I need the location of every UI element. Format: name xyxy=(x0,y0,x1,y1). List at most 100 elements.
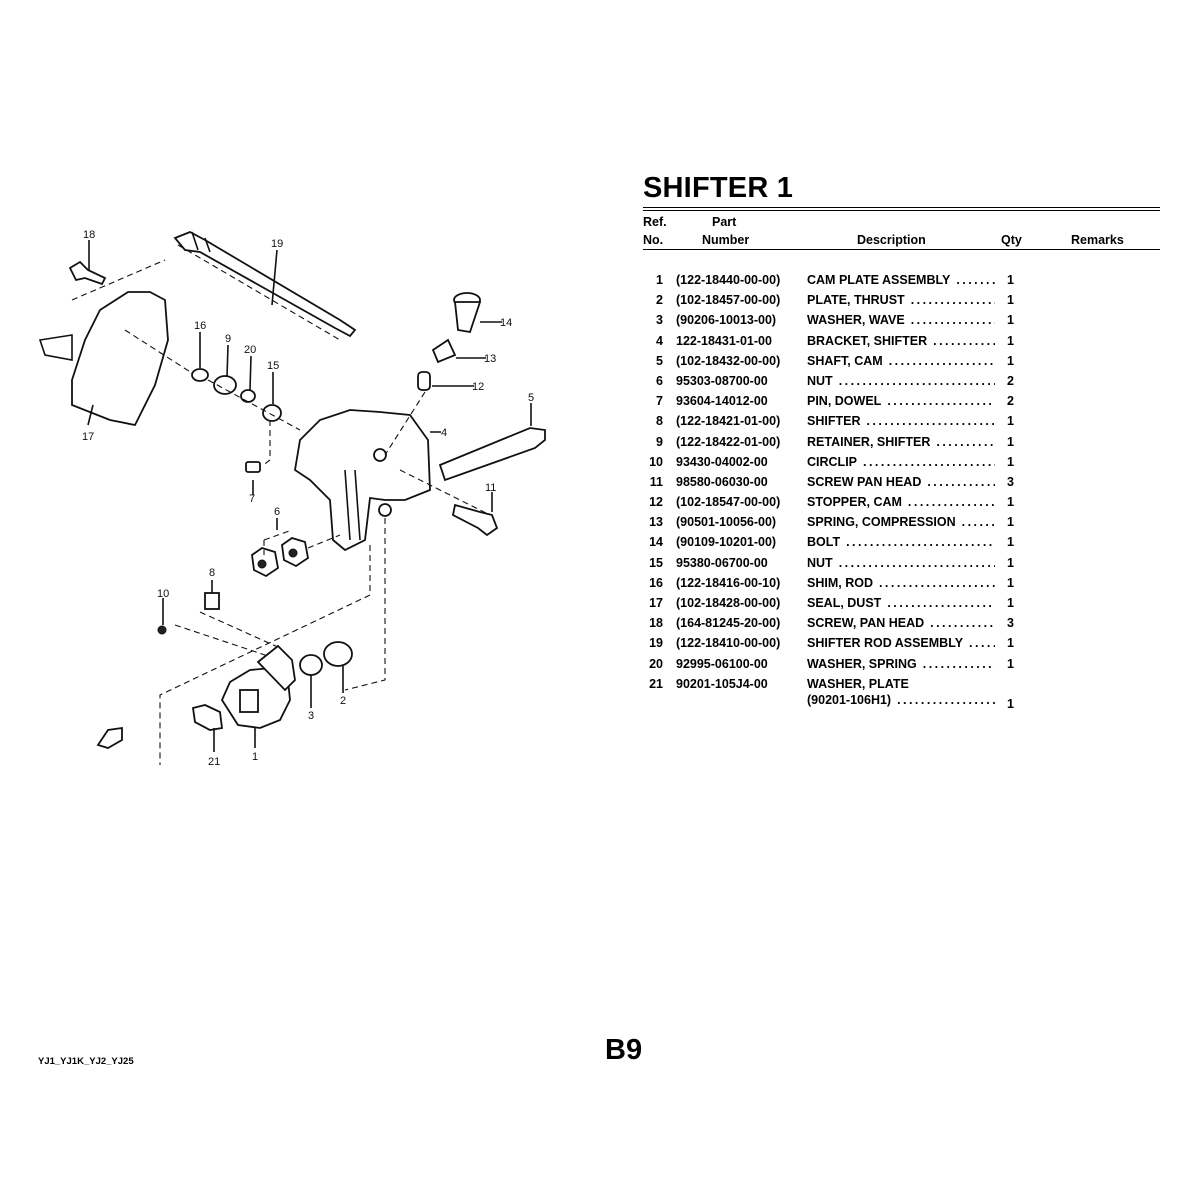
description: WASHER, SPRING xyxy=(807,656,917,671)
callout-15: 15 xyxy=(267,360,279,372)
ref-no: 13 xyxy=(649,515,663,530)
callout-21: 21 xyxy=(208,756,220,768)
part-number: (122-18440-00-00) xyxy=(676,273,781,287)
callout-20: 20 xyxy=(244,344,256,356)
description: CIRCLIP xyxy=(807,454,857,469)
ref-no: 7 xyxy=(656,394,663,409)
description: SCREW, PAN HEAD xyxy=(807,616,925,631)
ref-no: 6 xyxy=(656,373,663,388)
description: RETAINER, SHIFTER xyxy=(807,434,931,449)
part-number: 90201-105J4-00 xyxy=(676,676,768,691)
quantity: 1 xyxy=(1007,454,1014,469)
callout-8: 8 xyxy=(209,567,215,579)
nut-15-drawing xyxy=(262,404,282,422)
table-row: 12(102-18547-00-00)STOPPER, CAM1 xyxy=(640,494,1160,514)
description: NUT xyxy=(807,373,833,388)
circlip-drawing xyxy=(157,625,167,635)
description: SHAFT, CAM xyxy=(807,353,883,368)
quantity: 1 xyxy=(1007,313,1014,328)
description-cell: STOPPER, CAM xyxy=(807,494,995,510)
description: WASHER, WAVE xyxy=(807,313,905,328)
callout-11: 11 xyxy=(485,482,496,494)
dot-leader xyxy=(963,635,995,651)
part-number: (122-18422-01-00) xyxy=(676,434,781,449)
shifter-rod-assembly-drawing xyxy=(173,231,357,341)
ref-no: 19 xyxy=(649,636,663,651)
description-cell: SCREW, PAN HEAD xyxy=(807,615,995,631)
header-part-line2: Number xyxy=(702,233,750,247)
description: SHIFTER xyxy=(807,414,861,429)
part-number: (122-18416-00-10) xyxy=(676,575,781,590)
description-cell: SCREW PAN HEAD xyxy=(807,474,995,490)
header-remarks: Remarks xyxy=(1071,233,1124,247)
dot-leader xyxy=(956,514,995,530)
dot-leader xyxy=(873,575,995,591)
ref-no: 21 xyxy=(649,676,663,691)
part-number: (102-18457-00-00) xyxy=(676,293,781,308)
header-ref-line1: Ref. xyxy=(643,215,667,229)
table-row: 5(102-18432-00-00)SHAFT, CAM1 xyxy=(640,353,1160,373)
quantity: 1 xyxy=(1007,273,1014,287)
table-row: 9 (122-18422-01-00) RETAINER, SHIFTER 1 xyxy=(640,434,1160,454)
callout-10: 10 xyxy=(157,588,169,600)
description: STOPPER, CAM xyxy=(807,495,902,510)
cam-stopper-drawing xyxy=(417,371,431,391)
description-cell: SHIFTER xyxy=(807,413,995,429)
quantity: 1 xyxy=(1007,414,1014,429)
description-cell: PIN, DOWEL xyxy=(807,393,995,409)
ref-no: 15 xyxy=(649,555,663,570)
quantity: 1 xyxy=(1007,333,1014,348)
description: BOLT xyxy=(807,535,841,550)
description-cell: CIRCLIP xyxy=(807,454,995,470)
table-row: 13(90501-10056-00)SPRING, COMPRESSION1 xyxy=(640,514,1160,534)
dowel-pin-drawing xyxy=(245,461,261,473)
part-number: 98580-06030-00 xyxy=(676,474,768,489)
table-row: 17(102-18428-00-00)SEAL, DUST1 xyxy=(640,595,1160,615)
exploded-parts-diagram: 18 19 16 9 20 15 14 13 12 4 5 11 17 7 6 … xyxy=(38,229,546,768)
quantity: 1 xyxy=(1007,434,1014,449)
spring-washer-drawing xyxy=(240,389,256,403)
description: CAM PLATE ASSEMBLY xyxy=(807,273,951,287)
part-number: (102-18432-00-00) xyxy=(676,353,781,368)
description: NUT xyxy=(807,555,833,570)
title-double-rule xyxy=(643,207,1160,211)
model-codes: YJ1_YJ1K_YJ2_YJ25 xyxy=(38,1056,134,1067)
quantity: 1 xyxy=(1007,353,1014,368)
description-cell: BRACKET, SHIFTER xyxy=(807,333,995,349)
ref-no: 2 xyxy=(656,293,663,308)
callout-16: 16 xyxy=(194,320,206,332)
callout-2: 2 xyxy=(340,695,346,707)
description: BRACKET, SHIFTER xyxy=(807,333,928,348)
quantity: 3 xyxy=(1007,474,1014,489)
table-row: 2(102-18457-00-00)PLATE, THRUST1 xyxy=(640,292,1160,312)
quantity: 1 xyxy=(1007,575,1014,590)
quantity: 1 xyxy=(1007,555,1014,570)
part-number: 93430-04002-00 xyxy=(676,454,768,469)
ref-no: 9 xyxy=(656,434,663,449)
dot-leader xyxy=(857,454,995,470)
part-number: (90109-10201-00) xyxy=(676,535,777,550)
callout-18: 18 xyxy=(83,229,95,241)
description: WASHER, PLATE xyxy=(807,676,909,691)
description-continued: (90201-106H1) xyxy=(807,692,892,707)
detail-fragment-drawing xyxy=(96,726,123,749)
part-number: 122-18431-01-00 xyxy=(676,333,772,348)
callout-19: 19 xyxy=(271,238,283,250)
quantity: 1 xyxy=(1007,656,1014,671)
quantity: 1 xyxy=(1007,535,1014,550)
quantity: 1 xyxy=(1007,696,1014,711)
callout-1: 1 xyxy=(252,751,258,763)
description-cell: WASHER, PLATE(90201-106H1) xyxy=(807,676,995,708)
quantity: 3 xyxy=(1007,616,1014,631)
table-row: 16(122-18416-00-10)SHIM, ROD1 xyxy=(640,575,1160,595)
ref-no: 12 xyxy=(649,495,663,510)
screw-11-drawing xyxy=(451,503,499,537)
part-number: 95303-08700-00 xyxy=(676,373,768,388)
description-cell: SHIFTER ROD ASSEMBLY xyxy=(807,635,995,651)
dot-leader xyxy=(905,292,995,308)
description-cell: CAM PLATE ASSEMBLY xyxy=(807,272,995,288)
